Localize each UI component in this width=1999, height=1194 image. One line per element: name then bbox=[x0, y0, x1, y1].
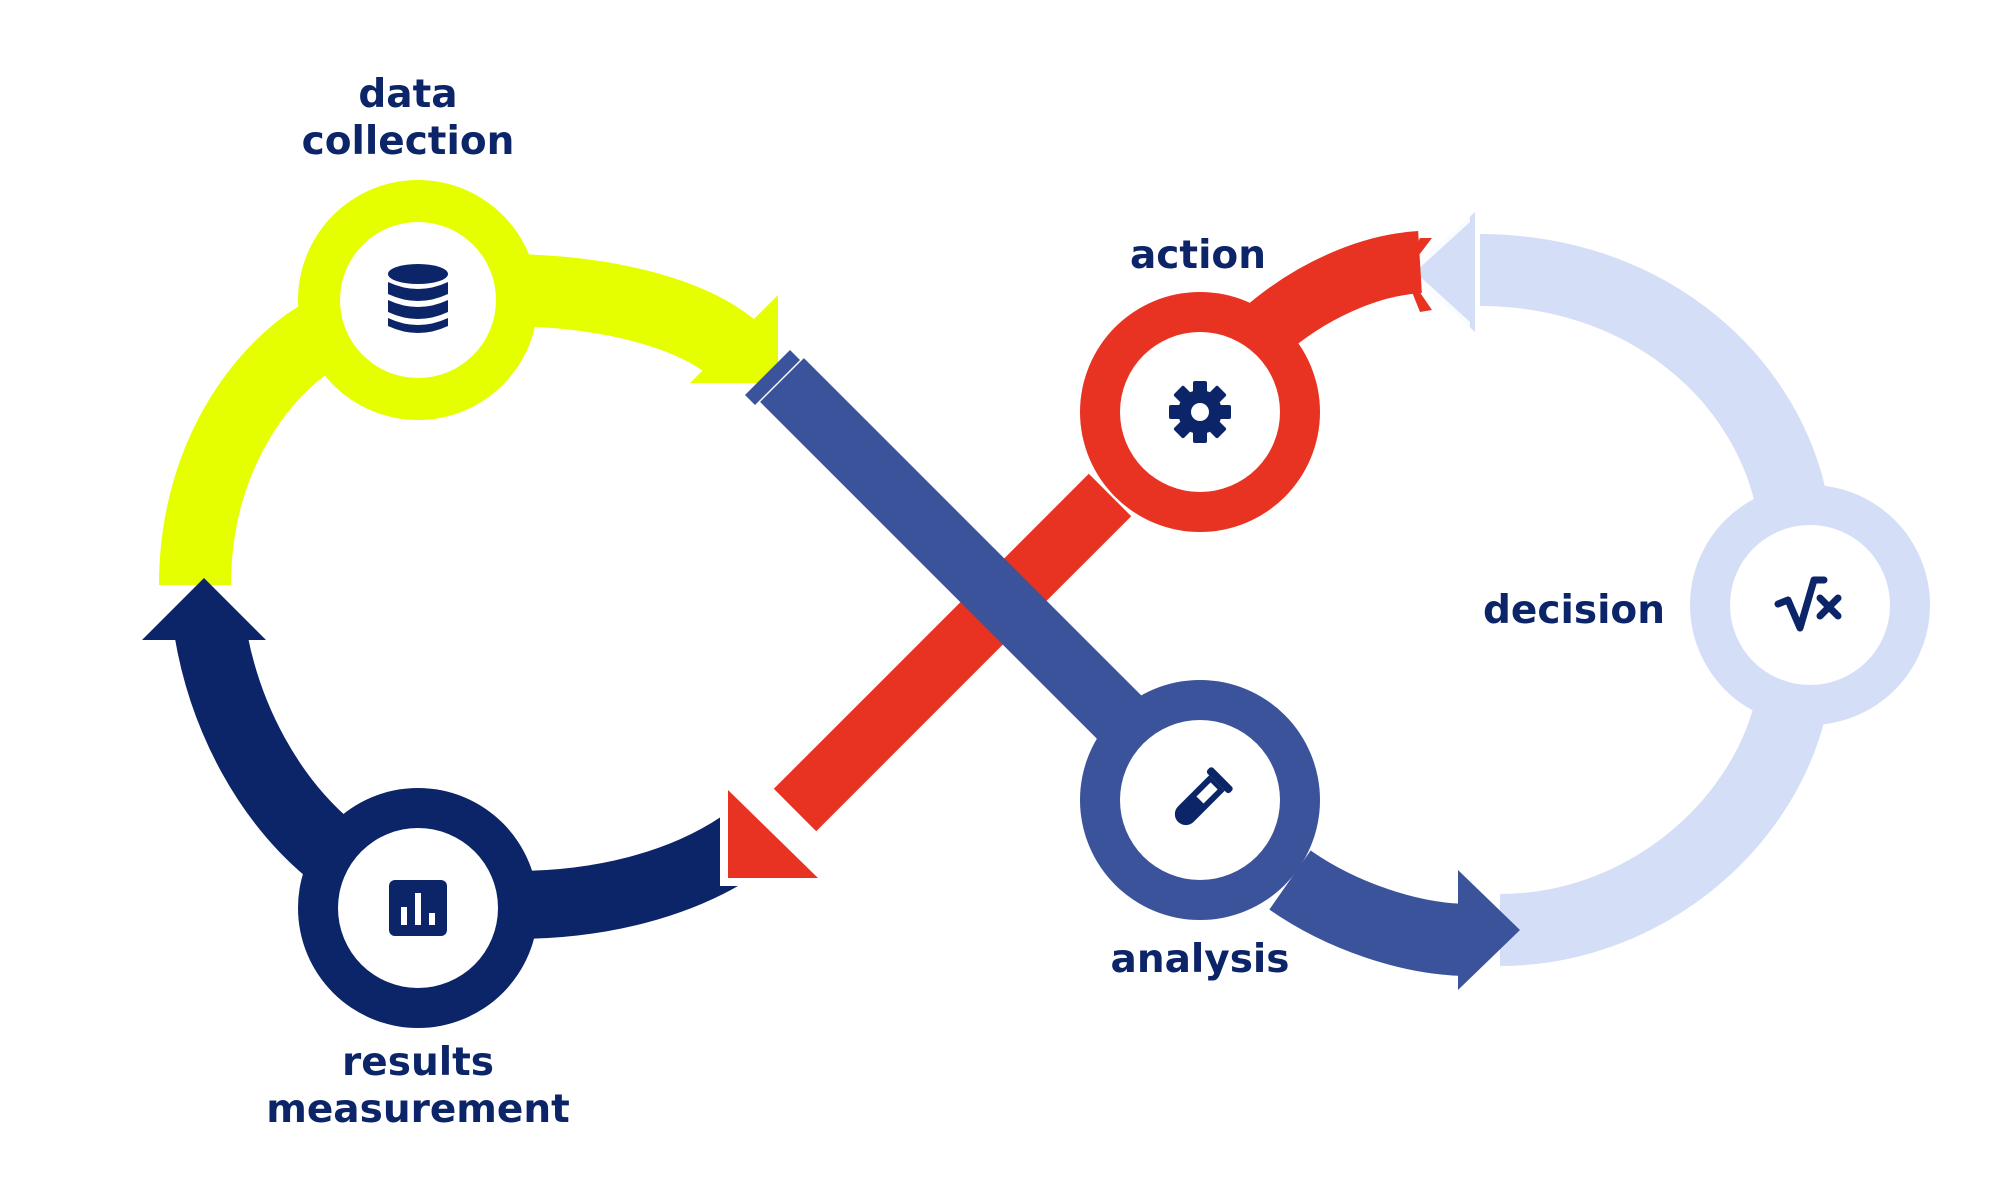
light-blue-arrowhead bbox=[1408, 212, 1475, 332]
navy-arc-bottom bbox=[514, 816, 759, 939]
red-arc-tip bbox=[1404, 238, 1432, 312]
light-blue-arc-top bbox=[1479, 234, 1825, 505]
yellow-arc-top bbox=[499, 254, 766, 382]
yellow-arc-left bbox=[159, 297, 348, 586]
red-arc-top bbox=[1239, 231, 1423, 359]
navy-arrowhead bbox=[142, 578, 266, 640]
blue-arrowhead bbox=[1458, 870, 1520, 990]
square-root-x-icon bbox=[1774, 576, 1842, 632]
label-results-measurement-line1: results bbox=[342, 1040, 494, 1085]
blue-diagonal-start-notch bbox=[745, 350, 800, 405]
stage-results-measurement[interactable] bbox=[298, 788, 538, 1028]
stage-data-collection[interactable] bbox=[298, 180, 538, 420]
light-blue-arrowhead-outline bbox=[1403, 212, 1470, 332]
navy-arc-left bbox=[174, 623, 354, 878]
label-results-measurement-line2: measurement bbox=[266, 1087, 570, 1132]
light-blue-arc-bottom bbox=[1499, 700, 1825, 966]
label-data-collection-line2: collection bbox=[302, 119, 515, 164]
red-arrowhead bbox=[728, 790, 818, 878]
label-decision: decision bbox=[1483, 588, 1665, 633]
blue-arc-bottom bbox=[1269, 850, 1471, 976]
label-data-collection-line1: data bbox=[358, 72, 457, 117]
blue-diagonal-band bbox=[760, 358, 1172, 770]
bar-chart-icon bbox=[389, 880, 447, 936]
gear-icon bbox=[1169, 381, 1231, 443]
stage-action[interactable] bbox=[1080, 292, 1320, 532]
stage-decision[interactable] bbox=[1690, 485, 1930, 725]
yellow-arrowhead bbox=[690, 295, 778, 383]
red-diagonal-band bbox=[773, 473, 1132, 832]
database-icon bbox=[388, 264, 448, 333]
stage-analysis[interactable] bbox=[1080, 680, 1320, 920]
label-action: action bbox=[1130, 233, 1266, 278]
label-analysis: analysis bbox=[1111, 937, 1290, 982]
test-tube-icon bbox=[1174, 767, 1233, 826]
